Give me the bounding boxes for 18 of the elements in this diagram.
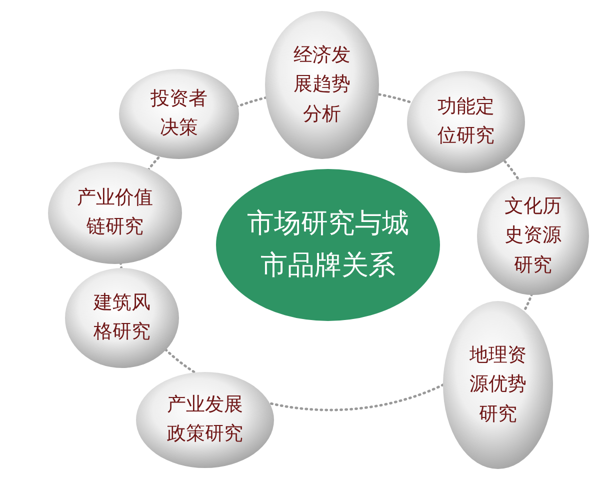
topic-label: 文化历史资源研究 [504, 194, 562, 278]
topic-label: 经济发展趋势分析 [292, 42, 352, 127]
center-label: 市场研究与城市品牌关系 [246, 207, 410, 283]
sphere-node [47, 161, 183, 265]
sphere-node [406, 70, 526, 174]
sphere-node [118, 68, 240, 160]
sphere-node [135, 371, 275, 469]
sphere-node [264, 10, 380, 160]
topic-label: 功能定位研究 [436, 94, 496, 149]
topic-label: 产业价值链研究 [76, 186, 154, 240]
sphere-node [442, 300, 554, 470]
sphere-node [476, 176, 590, 296]
central-ellipse [215, 168, 441, 322]
sphere-node [64, 267, 180, 369]
topic-label: 投资者决策 [150, 86, 208, 141]
topic-label: 地理资源优势研究 [468, 342, 528, 427]
topic-label: 建筑风格研究 [92, 290, 152, 345]
topic-label: 产业发展政策研究 [166, 392, 244, 447]
